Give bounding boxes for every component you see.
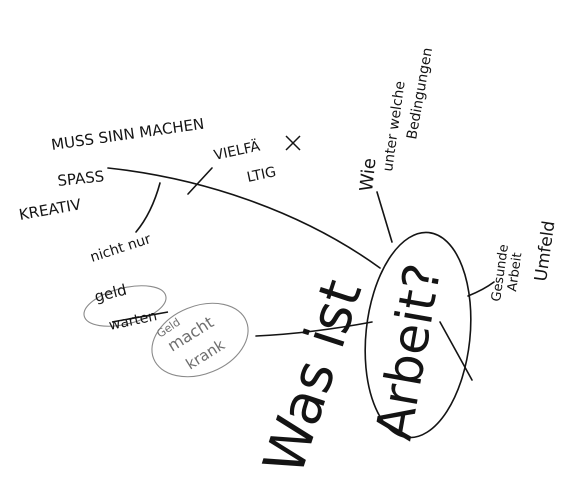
center-line-was-ist: Was ist: [251, 272, 375, 482]
branch-line-vielfaeltig: [187, 167, 213, 195]
label-vielfaeltig-2: LTIG: [246, 164, 278, 186]
krank-oval: [151, 302, 249, 378]
label-umfeld-2: Arbeit: [505, 252, 525, 293]
center-line-arbeit: Arbeit?: [365, 259, 453, 444]
label-umfeld-3: Umfeld: [531, 220, 559, 283]
label-kreativ: KREATIV: [18, 195, 84, 224]
label-bedingungen-2: Bedingungen: [404, 46, 436, 140]
question-tail-line: [439, 321, 473, 381]
branch-line-bedingungen: [376, 191, 393, 243]
branch-line-main: [107, 167, 381, 269]
warten-strike: [111, 311, 169, 323]
label-vielfaeltig-1: VIELFÄ: [212, 137, 262, 164]
label-spass: SPASS: [57, 167, 106, 190]
geld-oval: [83, 285, 167, 327]
branch-line-krank: [255, 321, 373, 337]
branch-line-umfeld: [467, 281, 495, 297]
vielfaeltig-scribble-2: [285, 135, 301, 151]
label-geld: geld: [93, 281, 129, 306]
center-ellipse: [364, 231, 472, 439]
label-wie: Wie: [356, 157, 380, 192]
label-nicht-nur: nicht nur: [88, 231, 153, 266]
label-muss-sinn-machen: MUSS SINN MACHEN: [50, 115, 205, 154]
branch-line-geld: [135, 182, 161, 233]
label-bedingungen-1: unter welche: [380, 80, 409, 173]
